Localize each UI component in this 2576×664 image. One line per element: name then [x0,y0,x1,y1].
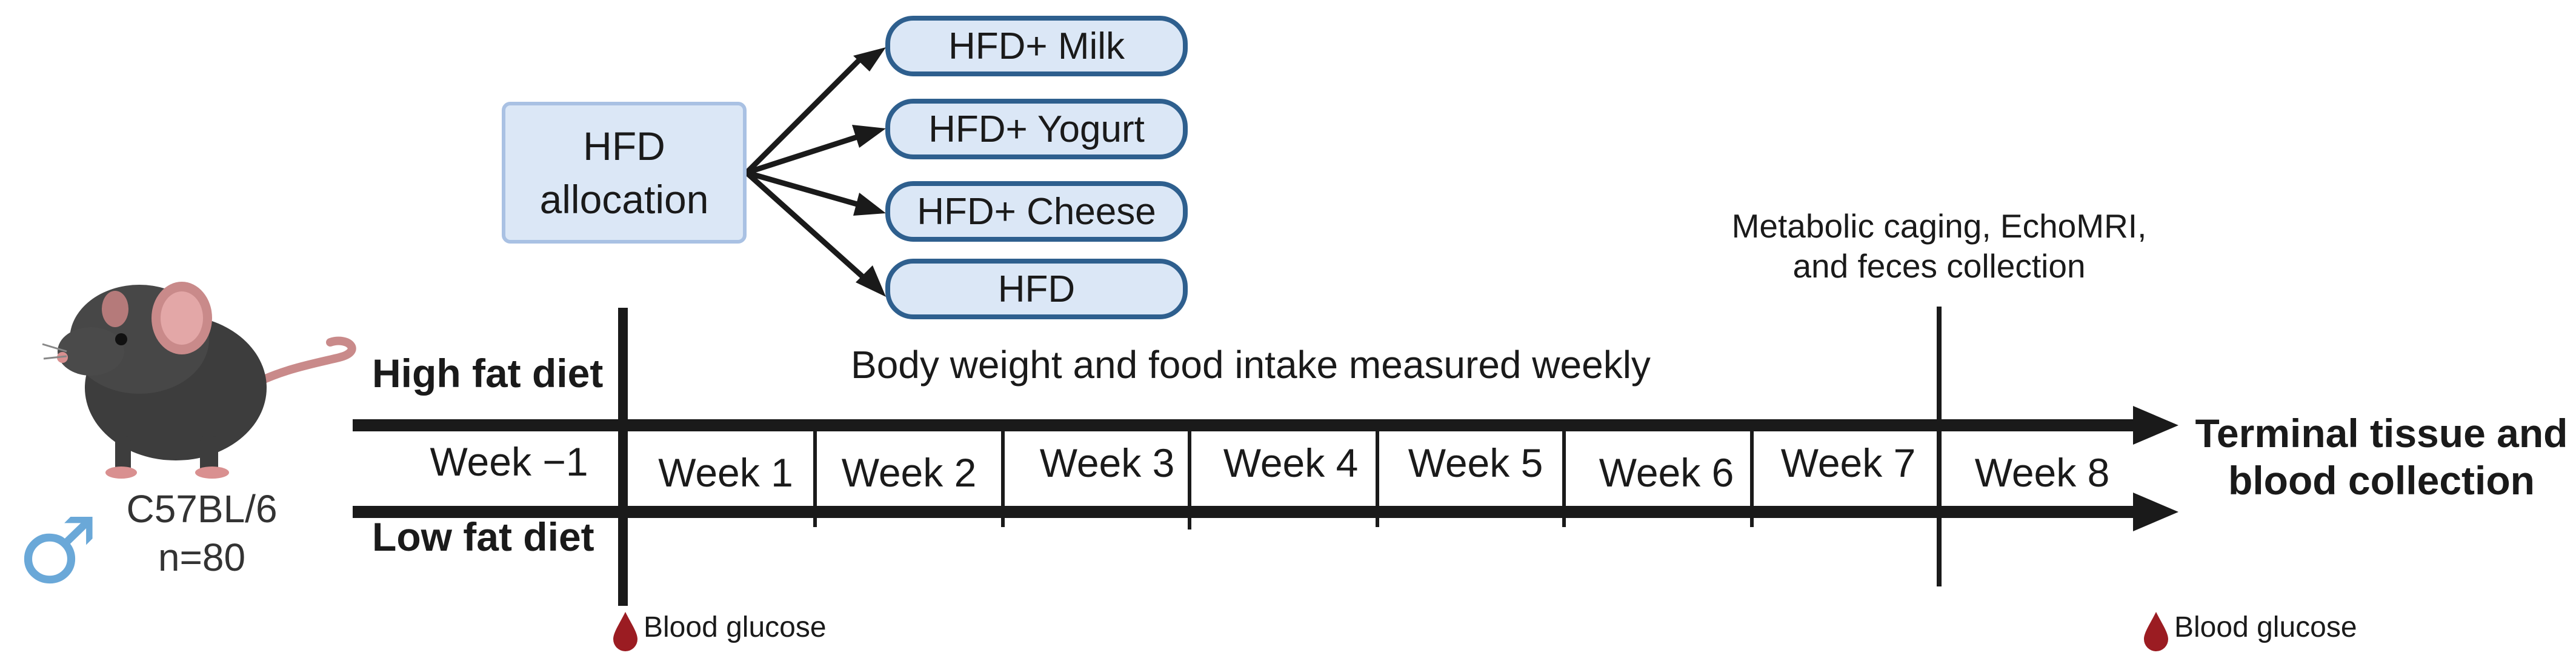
low-fat-arrowhead [2133,493,2178,531]
arrow-to-milk [744,55,864,175]
high-fat-diet-label: High fat diet [372,351,604,396]
week-dividers [618,307,1942,606]
metabolic-note: Metabolic caging, EchoMRI, and feces col… [1715,206,2163,286]
group-label: HFD+ Yogurt [928,108,1145,150]
week-label: Week −1 [430,439,588,484]
terminal-collection-label: Terminal tissue and blood collection [2194,410,2569,504]
mouse-strain: C57BL/6 [126,487,278,531]
group-pill: HFD+ Yogurt [885,99,1188,159]
tick-w3-w4 [1188,425,1191,530]
arrow-to-cheese [745,170,860,208]
allocation-box: HFD allocation [502,102,747,244]
week-label: Week 4 [1223,440,1359,485]
low-fat-diet-label: Low fat diet [372,514,594,559]
allocation-arrows [744,47,886,297]
tick-w1-w2 [813,425,817,527]
allocation-label-line2: allocation [539,177,709,222]
high-fat-timeline [353,419,2137,431]
high-fat-arrowhead [2133,406,2178,445]
terminal-line2: blood collection [2228,458,2535,503]
metabolic-note-line2: and feces collection [1792,247,2086,285]
tick-w2-w3 [1001,425,1005,527]
week-label: Week 8 [1974,450,2110,495]
blood-drop-icon [613,612,637,651]
blood-glucose-label-start: Blood glucose [644,611,827,643]
terminal-line1: Terminal tissue and [2195,411,2568,456]
week-label: Week 3 [1039,440,1175,485]
mouse-label: C57BL/6 n=80 [114,485,290,582]
week-label: Week 7 [1780,440,1916,485]
allocation-label-line1: HFD [583,124,665,168]
timeline-arrows [353,406,2178,531]
measurement-note: Body weight and food intake measured wee… [851,343,1651,387]
tick-w4-w5 [1376,425,1379,527]
group-label: HFD [997,268,1076,310]
group-pill: HFD+ Cheese [885,181,1188,242]
tick-w5-w6 [1562,425,1566,527]
arrow-to-yogurt [745,133,860,176]
group-label: HFD+ Milk [948,25,1125,67]
start-divider [618,308,628,606]
week7-divider [1937,307,1942,586]
low-fat-timeline [353,506,2137,518]
tick-w6-w7 [1750,425,1754,527]
mouse-count: n=80 [158,536,246,579]
metabolic-note-line1: Metabolic caging, EchoMRI, [1731,207,2147,245]
arrow-to-hfd [744,170,866,280]
week-label: Week 2 [841,450,977,495]
mouse-icon [42,282,356,479]
blood-glucose-label-end: Blood glucose [2174,611,2357,643]
week-label: Week 5 [1408,440,1543,485]
male-symbol-icon: ♂ [17,499,99,604]
week-label: Week 6 [1599,450,1734,495]
blood-drop-icon [2144,612,2168,651]
group-pill: HFD+ Milk [885,16,1188,76]
week-label: Week 1 [658,450,793,495]
group-pill: HFD [885,259,1188,319]
group-label: HFD+ Cheese [917,190,1156,233]
